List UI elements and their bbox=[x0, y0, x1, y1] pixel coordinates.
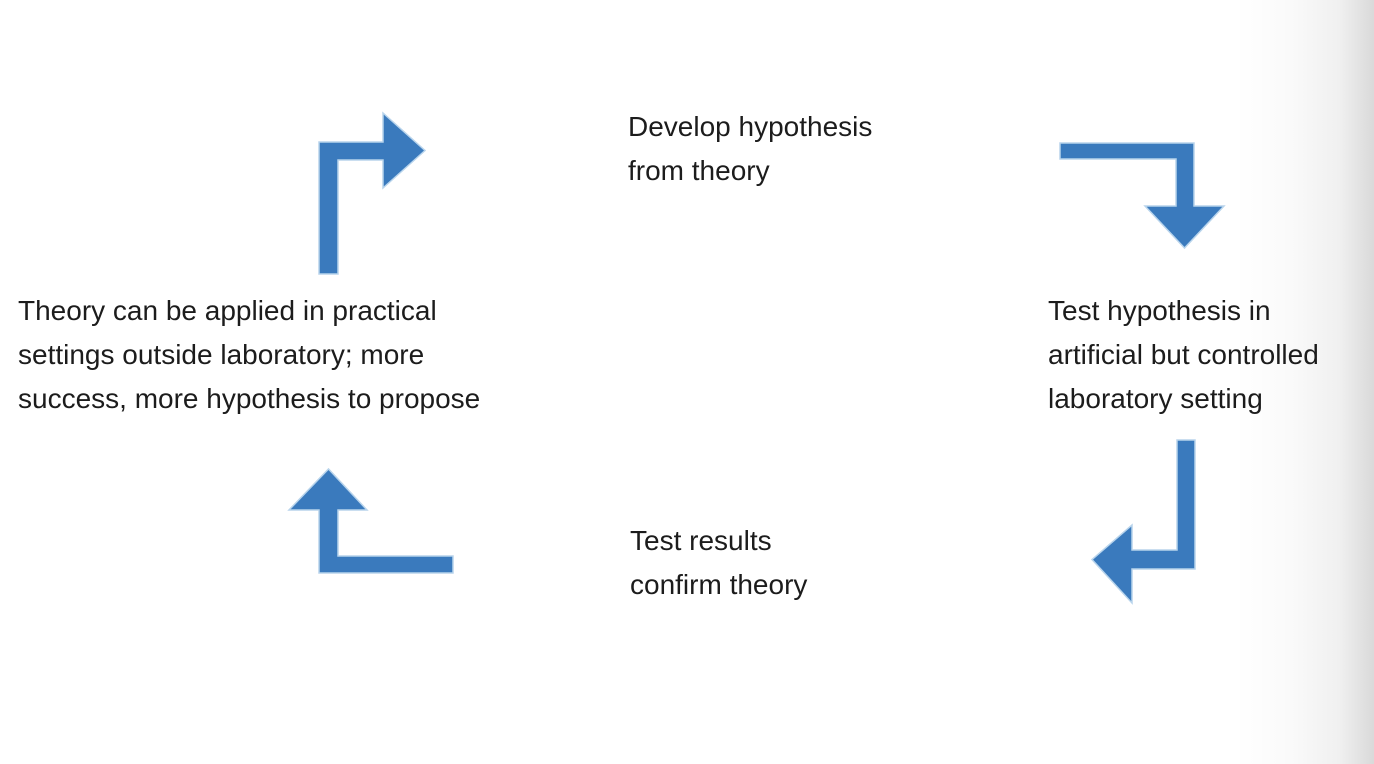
up-then-right-arrow bbox=[318, 111, 427, 275]
right-then-down-arrow bbox=[1059, 142, 1226, 250]
label-line: Test results bbox=[630, 525, 772, 556]
label-line: success, more hypothesis to propose bbox=[18, 383, 481, 414]
label-line: from theory bbox=[628, 155, 770, 186]
label-line: Develop hypothesis bbox=[628, 111, 873, 142]
label-line: Test hypothesis in bbox=[1048, 295, 1271, 326]
label-line: Theory can be applied in practical bbox=[18, 295, 437, 326]
label-theory-applied: Theory can be applied in practical setti… bbox=[18, 289, 480, 421]
label-line: artificial but controlled bbox=[1048, 339, 1319, 370]
label-line: laboratory setting bbox=[1048, 383, 1263, 414]
label-line: confirm theory bbox=[630, 569, 808, 600]
label-line: settings outside laboratory; more bbox=[18, 339, 425, 370]
label-develop-hypothesis: Develop hypothesis from theory bbox=[628, 105, 872, 193]
label-test-results: Test results confirm theory bbox=[630, 519, 807, 607]
down-then-left-arrow bbox=[1090, 439, 1196, 605]
left-then-up-arrow bbox=[287, 467, 454, 574]
label-test-hypothesis: Test hypothesis in artificial but contro… bbox=[1048, 289, 1319, 421]
